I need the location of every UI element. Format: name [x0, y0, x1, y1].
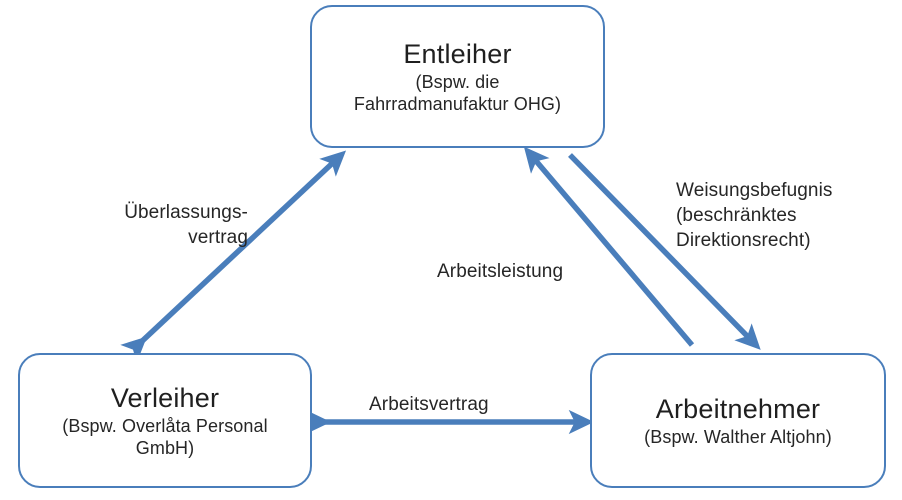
edge-label-weisungsbefugnis-line-3: Direktionsrecht) — [676, 230, 811, 251]
node-entleiher[interactable]: Entleiher (Bspw. die Fahrradmanufaktur O… — [310, 5, 605, 148]
node-entleiher-title: Entleiher — [403, 39, 512, 69]
edge-label-ueberlassungsvertrag: Überlassungs- vertrag — [78, 200, 248, 250]
edge-weisungsbefugnis-line — [568, 153, 761, 350]
node-entleiher-subtitle: (Bspw. die Fahrradmanufaktur OHG) — [354, 71, 561, 115]
edge-arbeitsleistung-line — [523, 146, 695, 347]
edge-label-ueberlassungsvertrag-line-2: vertrag — [188, 227, 248, 248]
edge-label-ueberlassungsvertrag-line-1: Überlassungs- — [124, 202, 248, 223]
edge-label-arbeitsleistung: Arbeitsleistung — [437, 259, 563, 284]
node-arbeitnehmer-subtitle-line-1: (Bspw. Walther Altjohn) — [644, 427, 832, 447]
node-entleiher-subtitle-line-2: Fahrradmanufaktur OHG) — [353, 94, 562, 114]
node-verleiher-subtitle: (Bspw. Overlåta Personal GmbH) — [62, 415, 268, 459]
edge-label-arbeitsvertrag-line-1: Arbeitsvertrag — [369, 394, 489, 415]
node-entleiher-subtitle-line-1: (Bspw. die — [415, 72, 500, 92]
edge-label-weisungsbefugnis: Weisungsbefugnis (beschränktes Direktion… — [676, 178, 833, 253]
edge-label-arbeitsleistung-line-1: Arbeitsleistung — [437, 261, 564, 282]
node-verleiher[interactable]: Verleiher (Bspw. Overlåta Personal GmbH) — [18, 353, 312, 488]
edge-label-arbeitsvertrag: Arbeitsvertrag — [369, 392, 489, 417]
node-verleiher-subtitle-line-2: GmbH) — [135, 438, 195, 458]
edge-label-weisungsbefugnis-line-2: (beschränktes — [676, 205, 797, 226]
node-arbeitnehmer[interactable]: Arbeitnehmer (Bspw. Walther Altjohn) — [590, 353, 886, 488]
edge-label-weisungsbefugnis-line-1: Weisungsbefugnis — [676, 180, 833, 201]
node-arbeitnehmer-subtitle: (Bspw. Walther Altjohn) — [644, 426, 832, 448]
node-arbeitnehmer-title: Arbeitnehmer — [655, 394, 821, 424]
node-verleiher-subtitle-line-1: (Bspw. Overlåta Personal — [62, 416, 268, 436]
edge-ueberlassungsvertrag-line — [120, 150, 347, 363]
node-verleiher-title: Verleiher — [110, 383, 220, 413]
